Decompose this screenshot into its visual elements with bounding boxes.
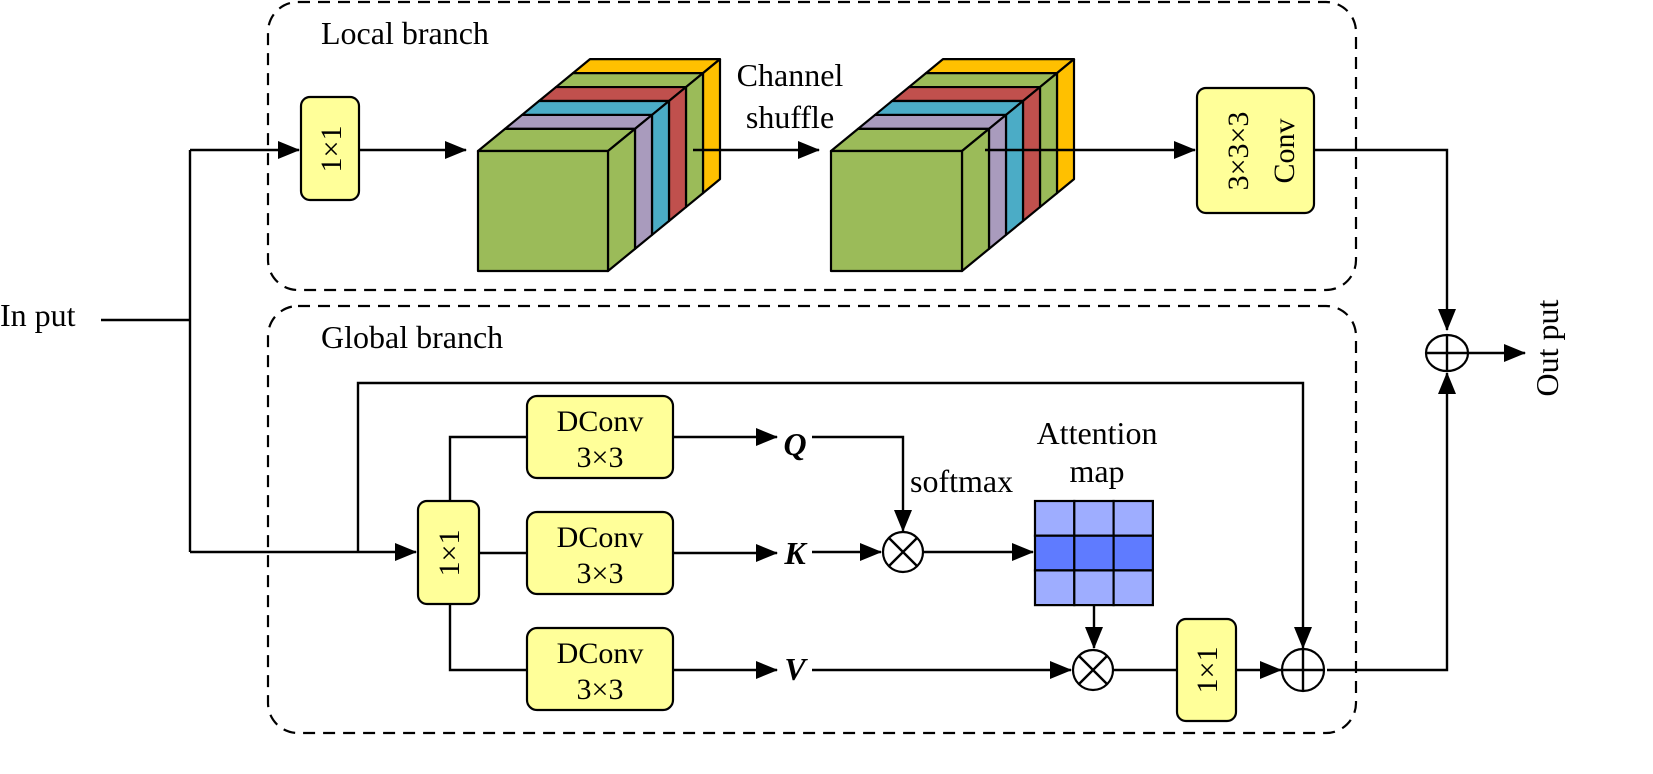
feature-slice-side-green <box>1038 71 1059 209</box>
channel-shuffle-label-line1: Channel <box>737 57 844 93</box>
feature-slice-top-purple <box>503 113 654 130</box>
attention-cell <box>1073 499 1115 537</box>
conv3d-label-line1: 3×3×3 <box>1222 112 1255 191</box>
global-branch-container <box>266 304 1358 735</box>
attention-map-grid <box>1033 499 1154 607</box>
local-conv1x1-box <box>299 95 361 202</box>
dconv-k-block: DConv 3×3 <box>525 510 675 596</box>
output-add-operator <box>1424 333 1470 373</box>
feature-slice-side-green <box>684 71 705 209</box>
feature-slice-side-purple <box>987 113 1008 250</box>
dconv-k-label-line2: 3×3 <box>577 557 624 590</box>
q-label: Q <box>783 426 806 462</box>
attention-map-label-line1: Attention <box>1037 415 1158 451</box>
dconv-v-block: DConv 3×3 <box>525 626 675 712</box>
feature-slice-side-purple <box>633 113 654 250</box>
feature-slice-top-orange <box>571 58 722 75</box>
feature-slice-top-red <box>890 85 1042 103</box>
attention-cell <box>1073 534 1115 572</box>
dconv-v-label-line2: 3×3 <box>577 673 624 706</box>
wire-1x1-to-dconv-v <box>448 604 527 672</box>
feature-map-before-shuffle <box>476 58 722 273</box>
global-branch-title: Global branch <box>321 319 503 355</box>
output-label: Out put <box>1529 299 1565 396</box>
feature-front-face <box>829 149 964 273</box>
feature-slice-side-orange <box>701 58 722 195</box>
feature-slice-top-green <box>554 71 705 89</box>
feature-slice-top-blue <box>873 99 1025 117</box>
global-add-operator <box>1280 647 1326 693</box>
feature-map-after-shuffle <box>829 58 1076 273</box>
attention-cell <box>1073 569 1115 607</box>
wire-1x1-to-dconv-q <box>448 435 527 501</box>
feature-slice-side-red <box>1021 85 1042 223</box>
feature-slice-side-blue <box>1004 99 1025 237</box>
conv3d-block: 3×3×3 Conv <box>1195 86 1316 215</box>
wire-local-output <box>1314 148 1456 331</box>
conv3d-label-line2: Conv <box>1268 118 1301 183</box>
global-conv1x1-out-label: 1×1 <box>1191 647 1224 694</box>
v-label: V <box>784 651 808 687</box>
attention-cell <box>1112 499 1154 537</box>
channel-shuffle-label-line2: shuffle <box>746 99 834 135</box>
feature-slice-side-red <box>667 85 688 223</box>
dconv-k-label-line1: DConv <box>557 521 644 554</box>
global-conv1x1-out-block: 1×1 <box>1175 617 1238 723</box>
qk-multiply-operator <box>881 530 925 574</box>
attention-cell <box>1112 534 1154 572</box>
attention-cell <box>1033 569 1076 607</box>
feature-slice-side-green <box>606 127 637 273</box>
local-conv1x1-label: 1×1 <box>315 126 348 173</box>
feature-slice-side-blue <box>650 99 671 237</box>
global-conv1x1-in-block: 1×1 <box>416 499 481 606</box>
feature-slice-top-orange <box>924 58 1076 75</box>
feature-slice-side-green <box>960 127 991 273</box>
softmax-label: softmax <box>910 463 1013 499</box>
attention-cell <box>1033 499 1076 537</box>
local-branch-title: Local branch <box>321 15 489 51</box>
feature-front-face <box>476 149 610 273</box>
local-branch-container <box>266 0 1358 292</box>
wire-global-output <box>1327 372 1456 672</box>
local-conv1x1-block: 1×1 <box>299 95 361 202</box>
feature-slice-side-orange <box>1055 58 1076 195</box>
attention-map-label-line2: map <box>1069 453 1124 489</box>
global-skip-wire <box>356 381 1312 649</box>
feature-slice-top-red <box>537 85 688 103</box>
feature-slice-top-purple <box>856 113 1008 130</box>
dconv-q-label-line2: 3×3 <box>577 441 624 474</box>
dconv-v-label-line1: DConv <box>557 637 644 670</box>
wire-q-to-multiply <box>812 435 912 532</box>
attention-cell <box>1033 534 1076 572</box>
feature-slice-top-blue <box>520 99 671 117</box>
dconv-q-block: DConv 3×3 <box>525 394 675 480</box>
attention-cell <box>1112 569 1154 607</box>
dconv-q-label-line1: DConv <box>557 405 644 438</box>
global-conv1x1-in-label: 1×1 <box>433 530 466 577</box>
feature-slice-top-green <box>907 71 1059 89</box>
k-label: K <box>783 535 808 571</box>
input-label: In put <box>0 297 76 333</box>
attention-v-multiply-operator <box>1071 648 1115 692</box>
